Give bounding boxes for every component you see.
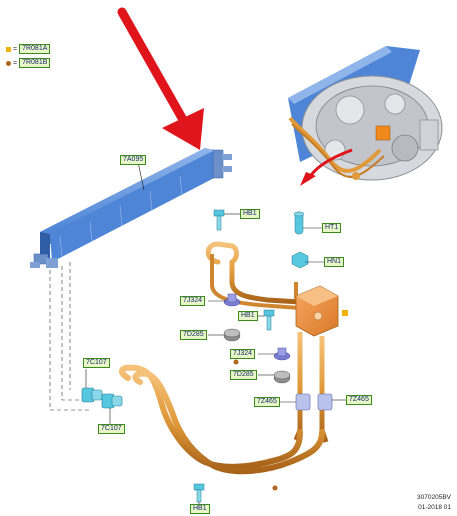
- legend-code-a: 7R081A: [19, 44, 51, 54]
- grommet-icon-lower-b: [273, 370, 291, 384]
- callout-bolt-bottom: HB1: [190, 504, 210, 514]
- callout-grommet-lower-b: 7D285: [230, 370, 257, 380]
- callout-bolt-mid: HB1: [238, 311, 258, 321]
- yellow-square-icon: [6, 46, 11, 52]
- grommet-icon-upper-b: [223, 328, 241, 342]
- callout-cooler: 7A095: [120, 155, 147, 165]
- brown-dot-icon: [6, 60, 11, 66]
- bolt-icon-mid: [263, 309, 275, 331]
- legend-equals: =: [13, 59, 18, 67]
- hose-clip-upper: [81, 387, 103, 403]
- callout-clamp-left: 7Z465: [254, 397, 280, 407]
- nut-icon: [291, 251, 309, 269]
- legend-row-square: = 7R081A: [6, 44, 51, 54]
- hose-clip-lower: [101, 393, 123, 409]
- legend-equals: =: [13, 45, 18, 53]
- transmission-oil-cooler: [30, 148, 232, 268]
- diagram-date: 01-2018 01: [418, 504, 451, 511]
- callout-clamp-right: 7Z465: [346, 395, 372, 405]
- dashed-leader-lines: [49, 262, 90, 411]
- grommet-icon-lower-a: [273, 347, 291, 361]
- cooler-line-assembly: [118, 241, 348, 491]
- transmission-housing: [288, 46, 443, 181]
- bolt-icon-bottom: [193, 483, 205, 503]
- callout-grommet-upper-b: 7D285: [180, 330, 207, 340]
- diagram-code: 3070205BV: [417, 494, 451, 501]
- callout-hose-stud: HT1: [322, 223, 342, 233]
- callout-leader-lines: [85, 161, 346, 504]
- grommet-icon-upper-a: [223, 293, 241, 307]
- legend-row-circle: = 7R081B: [6, 58, 51, 68]
- clamp-icon-left: [295, 393, 311, 411]
- red-location-arrow-icon: [300, 148, 353, 186]
- callout-nut: HN1: [324, 257, 345, 267]
- legend-code-b: 7R081B: [19, 58, 51, 68]
- red-pointer-arrow-icon: [117, 7, 204, 150]
- bolt-icon-top: [213, 209, 225, 231]
- callout-clip-upper: 7C107: [83, 358, 110, 368]
- callout-bolt-top: HB1: [240, 209, 260, 219]
- callout-grommet-lower-a: 7J324: [230, 349, 256, 359]
- callout-clip-lower: 7C107: [98, 424, 125, 434]
- callout-grommet-upper-a: 7J324: [180, 296, 206, 306]
- clamp-icon-right: [317, 393, 333, 411]
- hose-stud-icon: [293, 211, 305, 235]
